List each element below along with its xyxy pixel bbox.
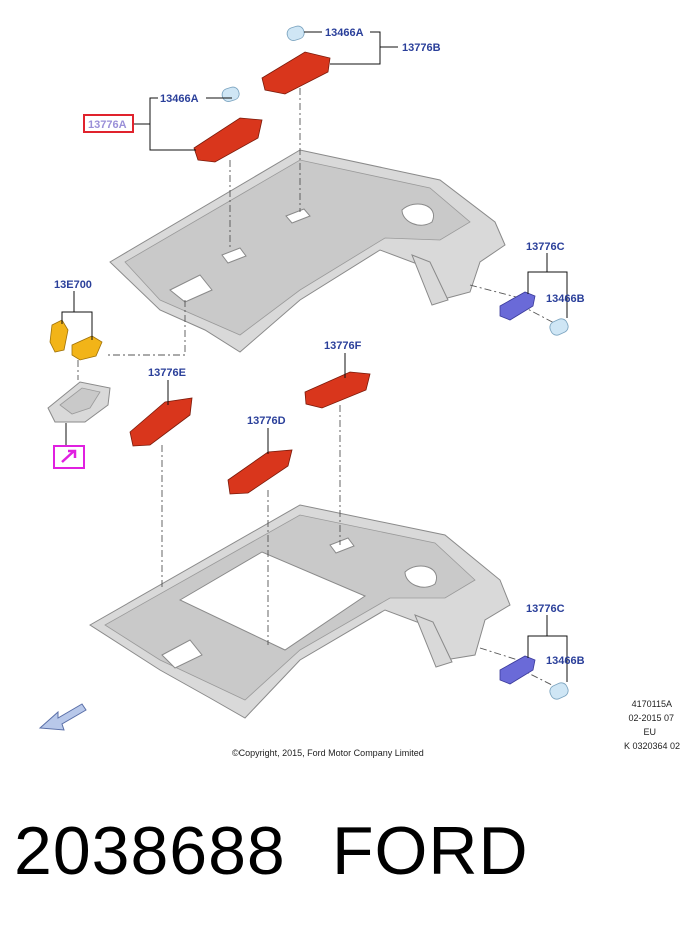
bulb-left (221, 86, 240, 102)
sunroof-opening (178, 551, 367, 651)
label-13E700[interactable]: 13E700 (54, 279, 92, 291)
label-13776D[interactable]: 13776D (247, 415, 286, 427)
lamp-13776D (227, 449, 293, 495)
label-13466B-lower[interactable]: 13466B (546, 655, 585, 667)
highlight-box-13776A (83, 114, 134, 133)
label-13776C-lower[interactable]: 13776C (526, 603, 565, 615)
parts-diagram: 13466A 13776B 13466A 13776A 13776C 13466… (38, 25, 680, 758)
headliner-lower (89, 504, 511, 719)
headliner-upper (109, 149, 506, 353)
label-13466A-left[interactable]: 13466A (160, 93, 199, 105)
clip-13776C-upper (499, 291, 536, 321)
label-13776E[interactable]: 13776E (148, 367, 186, 379)
label-13776B[interactable]: 13776B (402, 42, 441, 54)
leader-lines (61, 31, 568, 682)
amber-bulbs-13E700 (49, 319, 103, 361)
ref-code: K 0320364 02 (624, 741, 680, 751)
brand-name: FORD (332, 813, 529, 889)
ref-region: EU (643, 727, 656, 737)
bulb-13466B-upper (549, 318, 569, 336)
front-direction-arrow-icon (38, 703, 87, 731)
label-13466A-top[interactable]: 13466A (325, 27, 364, 39)
label-13776C-upper[interactable]: 13776C (526, 241, 565, 253)
lamp-13776B (261, 51, 331, 95)
bulb-top (286, 25, 305, 41)
ref-date: 02-2015 07 (628, 713, 674, 723)
lamp-13776E (129, 397, 193, 447)
arrow-link-icon[interactable] (53, 445, 85, 469)
clip-13776C-lower (499, 655, 536, 685)
label-13776A[interactable]: 13776A (88, 119, 127, 131)
label-13776F[interactable]: 13776F (324, 340, 362, 352)
label-13466B-upper[interactable]: 13466B (546, 293, 585, 305)
copyright-text: ©Copyright, 2015, Ford Motor Company Lim… (232, 748, 424, 758)
bulb-13466B-lower (549, 682, 569, 700)
ref-illustration-number: 4170115A (632, 699, 672, 709)
console-housing (47, 381, 111, 423)
lamp-13776F (304, 371, 371, 409)
part-number: 2038688 (14, 813, 286, 889)
lamp-13776A (193, 117, 263, 163)
